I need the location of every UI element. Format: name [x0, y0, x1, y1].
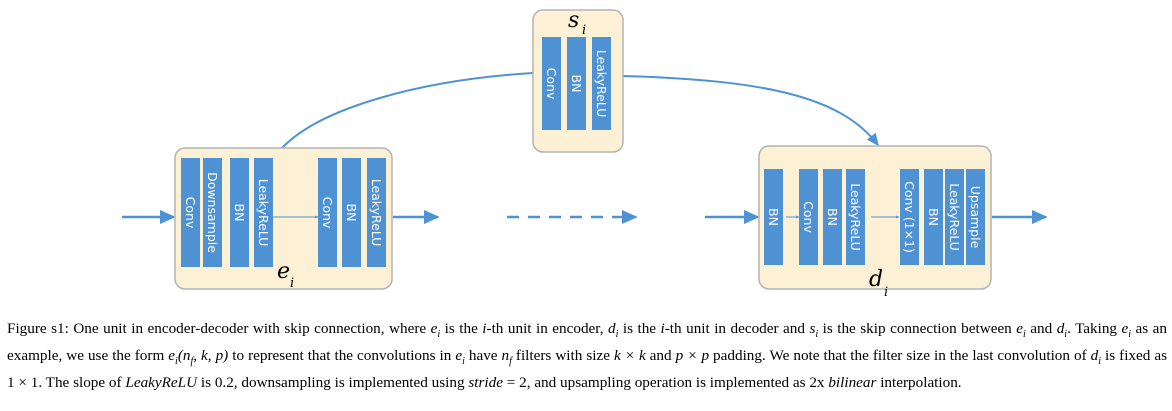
encoder-layer-4: [254, 158, 273, 267]
decoder-layer-5: [900, 169, 919, 265]
decoder-layer-3: [823, 169, 842, 265]
decoder-unit-label: d: [869, 267, 883, 292]
decoder-layer-6: [924, 169, 943, 265]
skip-layer-3: [592, 37, 611, 130]
decoder-layer-label-8: Upsample: [968, 186, 983, 249]
encoder-layer-label-1: Conv: [183, 197, 198, 229]
decoder-layer-label-3: BN: [825, 208, 840, 226]
skip-layer-2: [567, 37, 586, 130]
figure-label: Figure s1:: [7, 320, 69, 337]
encoder-layers: Conv Downsample BN LeakyReLU Conv BN LeakyReLU: [181, 158, 386, 267]
decoder-layer-label-7: LeakyReLU: [947, 183, 962, 251]
encoder-unit-subscript: i: [290, 276, 294, 291]
encoder-layer-2: [203, 158, 222, 267]
encoder-layer-label-2: Downsample: [205, 172, 220, 253]
encoder-layer-6: [342, 158, 361, 267]
encoder-layer-label-5: Conv: [320, 197, 335, 229]
encoder-layer-label-3: BN: [232, 204, 247, 222]
encoder-unit-box: [174, 147, 393, 290]
decoder-layer-label-6: BN: [926, 208, 941, 226]
encoder-layer-5: [318, 158, 337, 267]
skip-unit-label: s: [568, 8, 579, 33]
decoder-layer-4: [846, 169, 865, 265]
encoder-layer-label-6: BN: [344, 204, 359, 222]
decoder-layer-label-2: Conv: [801, 201, 816, 233]
skip-curve-out: [622, 75, 879, 147]
encoder-layer-3: [230, 158, 249, 267]
decoder-layer-7: [945, 169, 964, 265]
encoder-layer-1: [181, 158, 200, 267]
skip-layer-label-1: Conv: [544, 68, 559, 100]
skip-layer-label-2: BN: [569, 75, 584, 93]
skip-layer-label-3: LeakyReLU: [594, 50, 609, 118]
encoder-layer-7: [367, 158, 386, 267]
decoder-unit-subscript: i: [884, 285, 888, 300]
encoder-layer-label-7: LeakyReLU: [369, 179, 384, 247]
decoder-layer-1: [764, 169, 783, 265]
skip-unit-subscript: i: [582, 23, 586, 38]
skip-layer-1: [542, 37, 561, 130]
decoder-layer-8: [966, 169, 985, 265]
encoder-layer-label-4: LeakyReLU: [256, 179, 271, 247]
decoder-layers: BN Conv BN LeakyReLU Conv (1×1) BN LeakyReLU Up…: [764, 169, 985, 265]
decoder-layer-label-1: BN: [766, 208, 781, 226]
skip-layers: Conv BN LeakyReLU: [542, 37, 611, 130]
encoder-unit-label: e: [277, 259, 290, 284]
decoder-layer-2: [799, 169, 818, 265]
figure-caption: Figure s1: One unit in encoder-decoder w…: [7, 320, 1168, 392]
skip-curve-in: [281, 72, 534, 149]
decoder-layer-label-4: LeakyReLU: [848, 183, 863, 251]
decoder-layer-label-5: Conv (1×1): [902, 181, 917, 253]
